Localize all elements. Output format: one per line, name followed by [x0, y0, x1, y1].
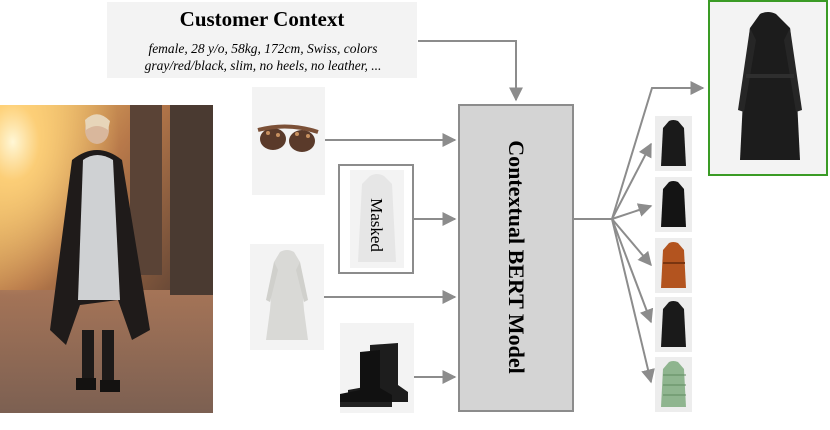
candidate-1 [655, 116, 692, 171]
bert-model-label: Contextual BERT Model [504, 140, 529, 374]
candidate-5 [655, 357, 692, 412]
bert-model-box [458, 104, 574, 412]
customer-context-line-2: gray/red/black, slim, no heels, no leath… [144, 58, 382, 73]
masked-label: Masked [367, 198, 386, 252]
recommended-item [709, 1, 827, 175]
dress-icon [266, 250, 308, 340]
sunglasses-icon [257, 124, 319, 152]
customer-context-line-1: female, 28 y/o, 58kg, 172cm, Swiss, colo… [148, 41, 378, 56]
customer-context-description: female, 28 y/o, 58kg, 172cm, Swiss, colo… [117, 40, 409, 74]
output-arrow-2 [611, 203, 653, 220]
boots-icon [340, 343, 408, 407]
customer-context-title: Customer Context [179, 7, 345, 31]
candidate-3 [655, 238, 692, 293]
candidate-4 [655, 297, 692, 352]
output-arrow-4 [611, 218, 654, 324]
customer-photo [0, 105, 213, 413]
candidate-2 [655, 177, 692, 232]
output-arrow-recommended [611, 81, 705, 220]
output-arrow-1 [611, 142, 652, 220]
context-arrow [418, 40, 523, 102]
masked-coat-silhouette [350, 170, 404, 268]
recommended-frame [708, 0, 828, 176]
customer-context-box [107, 2, 417, 78]
output-arrow-5 [611, 218, 655, 384]
output-arrow-3 [611, 218, 652, 267]
